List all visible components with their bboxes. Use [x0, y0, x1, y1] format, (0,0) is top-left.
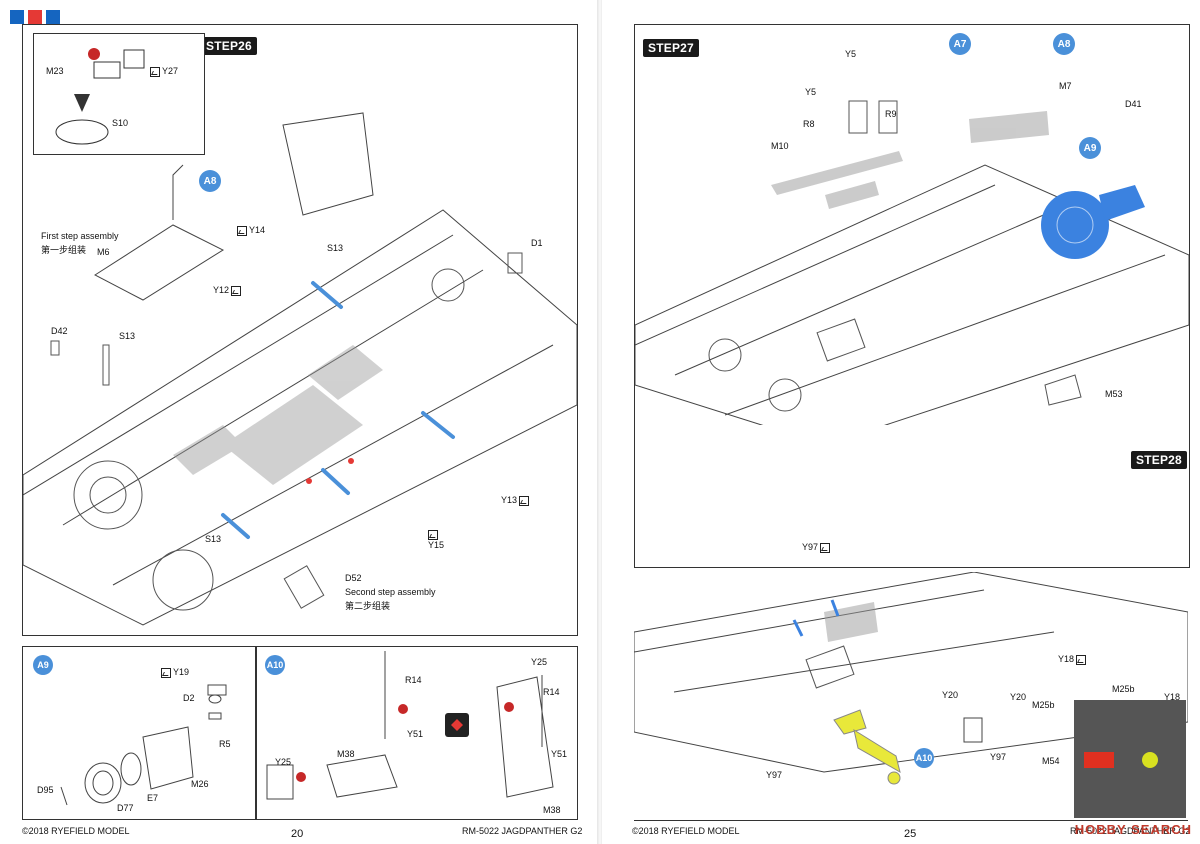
callout-m38-right: M38 [543, 805, 561, 815]
badge-a7: A7 [949, 33, 971, 55]
callout-y97-bottom: Y97 [766, 770, 783, 780]
left-footer-copyright: ©2018 RYEFIELD MODEL [22, 826, 130, 836]
a9-drawing [60, 684, 227, 806]
callout-d95: D95 [37, 785, 54, 795]
callout-d42: D42 [51, 326, 68, 336]
callout-d52: D52 [345, 573, 362, 583]
a10-panel: A10 R14 Y51 Y25 M38 Y25 R14 Y51 M38 [256, 646, 578, 820]
step28-label: STEP28 [1131, 451, 1187, 469]
check-icon [428, 529, 438, 540]
badge-a8: A8 [1053, 33, 1075, 55]
badge-a10: A10 [265, 655, 285, 675]
check-icon [519, 495, 530, 506]
page-gutter [597, 0, 603, 844]
callout-y19: Y19 [161, 667, 189, 678]
callout-y20-right: Y20 [1010, 692, 1027, 702]
a9-panel: A9 Y19 D2 R5 M26 E7 D95 D77 [22, 646, 256, 820]
right-page: STEP27 A7 A8 A9 [602, 0, 1200, 844]
callout-y97-top: Y97 [802, 542, 832, 553]
step28-panel: A10 Y97 Y18 Y20 M25b Y20 Y97 M54 Y97 M25… [634, 542, 1188, 821]
step26-inset: M23 Y27 S10 [33, 33, 205, 155]
step27-panel: STEP27 A7 A8 A9 [634, 24, 1190, 568]
check-icon [820, 542, 831, 553]
check-icon [150, 66, 160, 77]
watermark-hobby-search: HOBBY SEARCH [1074, 822, 1192, 837]
callout-d77: D77 [117, 803, 134, 813]
callout-m53: M53 [1105, 389, 1123, 399]
callout-s10: S10 [112, 118, 129, 128]
check-icon [237, 225, 247, 236]
callout-y18: Y18 [1058, 654, 1088, 665]
chassis-drawing-step26 [23, 112, 577, 626]
callout-s13-left: S13 [119, 331, 136, 341]
callout-y27: Y27 [150, 66, 178, 77]
callout-y25-right: Y25 [531, 657, 548, 667]
callout-y13: Y13 [501, 495, 531, 506]
callout-y14: Y14 [237, 225, 265, 236]
logo-icon [10, 10, 60, 24]
callout-m38-left: M38 [337, 749, 355, 759]
callout-photo-y18: Y18 [1164, 692, 1181, 702]
callout-m54: M54 [1042, 756, 1060, 766]
callout-m10: M10 [771, 141, 789, 151]
callout-y5-top: Y5 [845, 49, 857, 59]
left-page: STEP26 M23 Y27 S10 A8 [0, 0, 598, 844]
badge-a9: A9 [1079, 137, 1101, 159]
callout-m23: M23 [46, 66, 64, 76]
callout-d41: D41 [1125, 99, 1142, 109]
check-icon [231, 285, 242, 296]
right-footer-copyright: ©2018 RYEFIELD MODEL [632, 826, 740, 836]
callout-second-step-en: Second step assembly [345, 587, 436, 597]
callout-y20-left: Y20 [942, 690, 959, 700]
callout-d2: D2 [183, 693, 195, 703]
callout-m6: M6 [97, 247, 110, 257]
callout-m25b: M25b [1032, 700, 1055, 710]
left-page-number: 20 [291, 828, 304, 840]
callout-r14-left: R14 [405, 675, 422, 685]
badge-a9: A9 [33, 655, 53, 675]
callout-y51-left: Y51 [407, 729, 424, 739]
inset-drawing [55, 48, 145, 145]
callout-y15: Y15 [428, 529, 444, 550]
callout-s13-bottom: S13 [205, 534, 222, 544]
badge-a10: A10 [914, 748, 934, 768]
callout-y97-mid: Y97 [990, 752, 1007, 762]
callout-r14-right: R14 [543, 687, 560, 697]
callout-first-step-cn: 第一步组装 [41, 245, 87, 255]
step26-label: STEP26 [201, 37, 257, 55]
site-logo [6, 8, 70, 36]
callout-r8: R8 [803, 119, 815, 129]
callout-second-step-cn: 第二步组装 [345, 601, 391, 611]
callout-y25-left: Y25 [275, 757, 292, 767]
callout-first-step-en: First step assembly [41, 231, 119, 241]
callout-y12: Y12 [213, 285, 243, 296]
callout-m7: M7 [1059, 81, 1072, 91]
callout-y5: Y5 [805, 87, 817, 97]
a10-drawing [266, 651, 554, 800]
check-icon [161, 667, 171, 678]
callout-photo-m25b: M25b [1112, 684, 1135, 694]
callout-e7: E7 [147, 793, 159, 803]
callout-r9: R9 [885, 109, 897, 119]
step26-panel: STEP26 M23 Y27 S10 A8 [22, 24, 578, 636]
step27-label: STEP27 [643, 39, 699, 57]
right-footer-product: RM-5022 JAGDPANTHER G2 [1070, 826, 1191, 836]
right-page-number: 25 [904, 828, 917, 840]
left-footer-product: RM-5022 JAGDPANTHER G2 [462, 826, 583, 836]
check-icon [1076, 654, 1087, 665]
chassis-drawing-step28 [634, 572, 1188, 818]
chassis-drawing-step27 [635, 100, 1189, 425]
callout-s13-top: S13 [327, 243, 344, 253]
callout-d1: D1 [531, 238, 543, 248]
badge-a8: A8 [199, 170, 221, 192]
callout-m26: M26 [191, 779, 209, 789]
callout-y51-right: Y51 [551, 749, 568, 759]
callout-r5: R5 [219, 739, 231, 749]
